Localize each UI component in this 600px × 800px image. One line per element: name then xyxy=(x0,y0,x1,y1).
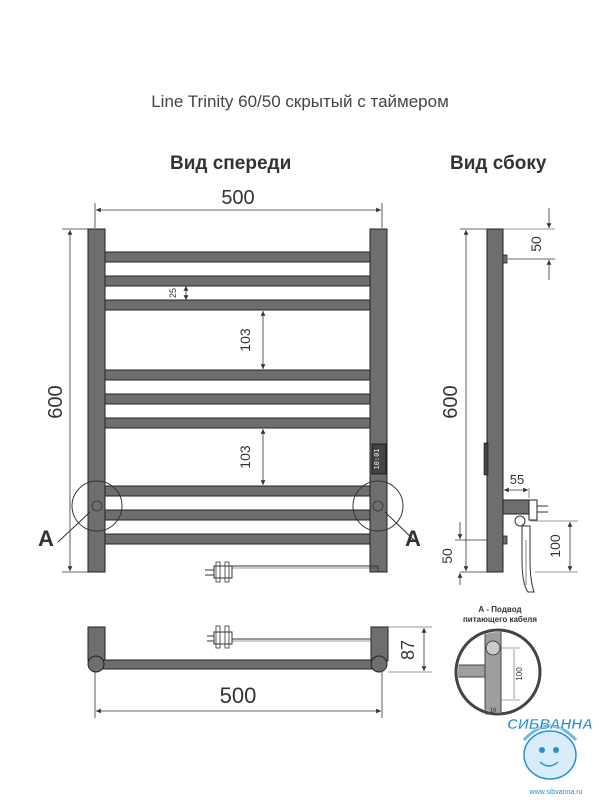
rung xyxy=(104,533,371,545)
detail-title-line2: питающего кабеля xyxy=(463,615,537,624)
front-width-dimension: 500 xyxy=(94,187,383,228)
detail-circle-right xyxy=(352,480,417,543)
front-height-dimension: 600 xyxy=(45,228,92,573)
detail-marker-left: A xyxy=(38,526,54,551)
front-view: 500 600 25 xyxy=(38,187,421,583)
rung xyxy=(104,509,371,521)
timer-display-text: 10:01 xyxy=(373,448,381,469)
side-timer xyxy=(483,442,489,476)
brand-watermark: СИБВАННА www.sibvanna.ru xyxy=(507,716,593,796)
side-bracket-bottom xyxy=(502,535,508,545)
top-left-mount xyxy=(87,655,105,673)
rung xyxy=(104,417,371,429)
side-view-title: Вид сбоку xyxy=(450,153,547,174)
timer-display: 10:01 xyxy=(371,443,387,475)
left-post xyxy=(87,228,106,573)
detail-circle-left xyxy=(57,480,123,543)
side-bottom-offset-label: 50 xyxy=(439,548,455,564)
gap-small-label: 25 xyxy=(168,288,178,298)
rung xyxy=(104,369,371,381)
side-top-offset-dimension: 50 xyxy=(503,208,555,280)
rung xyxy=(104,251,371,263)
top-view: 500 87 xyxy=(87,625,432,718)
drawing-title: Line Trinity 60/50 скрытый с таймером xyxy=(151,92,449,111)
rungs xyxy=(104,251,371,545)
side-view: 600 50 50 xyxy=(439,208,578,593)
gap-lower-label: 103 xyxy=(237,445,253,469)
side-height-100-dimension: 100 xyxy=(530,520,578,573)
rung xyxy=(104,485,371,497)
front-width-label: 500 xyxy=(221,187,254,209)
power-plug xyxy=(205,561,379,583)
front-height-label: 600 xyxy=(45,385,67,418)
gap-upper-dimension: 103 xyxy=(237,311,266,369)
top-depth-label: 87 xyxy=(398,640,418,660)
side-height-label: 600 xyxy=(440,385,462,418)
right-post xyxy=(369,228,388,573)
detail-marker-right: A xyxy=(405,526,421,551)
side-height-dimension: 600 xyxy=(440,228,487,573)
detail-dim-100: 100 xyxy=(515,667,524,681)
side-bracket-top xyxy=(502,254,508,264)
side-depth-label: 55 xyxy=(510,472,524,487)
top-depth-dimension: 87 xyxy=(388,626,432,673)
detail-a: А - Подвод питающего кабеля 100 16 xyxy=(454,605,542,716)
top-right-mount xyxy=(370,655,388,673)
rung xyxy=(104,275,371,287)
top-width-dimension: 500 xyxy=(94,672,383,718)
top-plug xyxy=(207,625,371,649)
brand-name: СИБВАННА xyxy=(507,716,593,733)
brand-mascot-icon xyxy=(523,730,577,780)
brand-url: www.sibvanna.ru xyxy=(529,789,583,796)
detail-title-line1: А - Подвод xyxy=(478,605,521,614)
top-rung xyxy=(96,659,380,670)
side-bottom-offset-dimension: 50 xyxy=(439,522,487,585)
gap-small-dimension: 25 xyxy=(168,286,189,300)
top-width-label: 500 xyxy=(220,683,257,708)
side-height-100-label: 100 xyxy=(547,534,563,558)
side-top-offset-label: 50 xyxy=(528,236,544,252)
rung xyxy=(104,393,371,405)
front-view-title: Вид спереди xyxy=(170,153,292,174)
rung xyxy=(104,299,371,311)
gap-upper-label: 103 xyxy=(237,328,253,352)
side-connector xyxy=(502,499,548,593)
side-depth-dimension: 55 xyxy=(502,472,530,498)
gap-lower-dimension: 103 xyxy=(237,429,266,485)
detail-dim-16: 16 xyxy=(490,708,497,714)
side-post xyxy=(486,228,504,573)
